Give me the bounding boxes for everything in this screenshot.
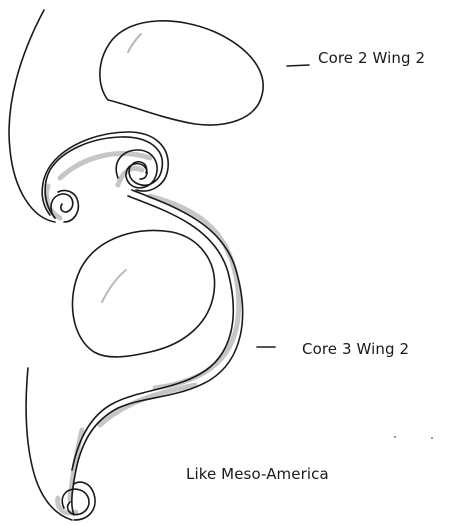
specks — [394, 436, 433, 439]
lower-left-arc — [26, 368, 72, 520]
core2-wing2-label: Core 2 Wing 2 — [318, 49, 425, 67]
core2-leader — [287, 65, 309, 66]
core3-blob — [72, 231, 214, 357]
core2-blob — [100, 21, 263, 125]
core3-wing2-label: Core 3 Wing 2 — [302, 340, 409, 358]
meso-america-label: Like Meso-America — [186, 465, 329, 483]
